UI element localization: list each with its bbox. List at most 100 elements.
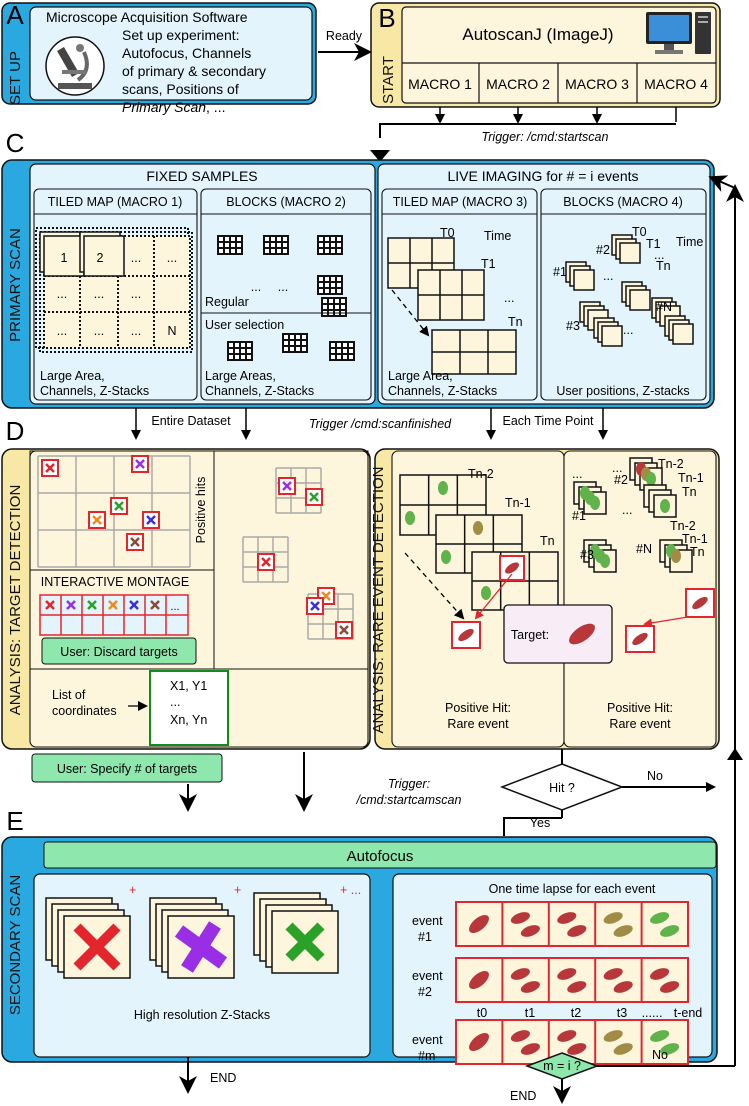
microscope-icon [45, 36, 105, 96]
primary-scan-italic: Primary Scan [122, 99, 206, 115]
event-1-label-b: #1 [418, 930, 432, 944]
pos-2-label: #2 [596, 243, 610, 257]
trigger-cam-label-1: Trigger: [388, 777, 430, 791]
setup-desc-3: of primary & secondary [122, 63, 266, 79]
start-label: START [380, 56, 397, 104]
autoscanj-title: AutoscanJ (ImageJ) [462, 25, 613, 44]
blocks-area-line1: Large Areas, [205, 369, 276, 383]
positive-hits-label: Positive hits [194, 477, 208, 544]
tn-label: Tn [508, 315, 523, 329]
blocks-dots-1: ... [251, 280, 261, 294]
specify-targets-box[interactable] [31, 753, 223, 783]
b4-dots: ... [654, 248, 664, 262]
rare-event-time-maps [399, 474, 559, 611]
setup-desc-1: Set up experiment: [122, 27, 240, 43]
tend-tlabel: t-end [674, 1006, 703, 1020]
rare2-dots-2: ... [612, 461, 622, 475]
rare-event-position-stacks [573, 457, 693, 573]
panel-letter-b: B [378, 3, 395, 33]
yes-label: Yes [530, 816, 550, 830]
rare2-tn1: Tn-1 [678, 471, 704, 485]
coord-x1: X1, Y1 [170, 679, 207, 693]
end-label-1: END [210, 1071, 236, 1085]
tile-label-1: 1 [61, 251, 68, 265]
tile-label-10: ... [131, 324, 141, 338]
event-m-label-a: event [412, 1033, 443, 1047]
panel-letter-c: C [6, 128, 25, 158]
event-1-label-a: event [412, 914, 443, 928]
rare-event-label-1: Rare event [447, 717, 509, 731]
panel-letter-d: D [6, 416, 25, 446]
setup-desc-2: Autofocus, Channels [122, 45, 251, 61]
panel-d: D ANALYSIS: TARGET DETECTION Positive hi… [1, 416, 720, 783]
tile-label-7: ... [131, 287, 141, 301]
position-stacks [565, 234, 694, 347]
start-trigger-lines [379, 107, 677, 138]
rare-tn2: Tn-2 [468, 467, 494, 481]
coord-xn: Xn, Yn [170, 713, 207, 727]
block-icon [263, 235, 289, 255]
block-icon [329, 341, 355, 361]
time-label-3: Time [484, 229, 511, 243]
t3-tlabel: t3 [617, 1006, 627, 1020]
b4-t1-label: T1 [646, 237, 661, 251]
plus-1: + [129, 883, 136, 897]
panel-a: A SET UP Microscope Acquisition Software… [1, 0, 317, 105]
microscope-software-title: Microscope Acquisition Software [46, 9, 248, 25]
tile-label-6: ... [94, 287, 104, 301]
block-icon [317, 235, 343, 255]
discard-targets-box[interactable] [41, 637, 197, 665]
setup-desc-5: Primary Scan, ... [122, 99, 225, 115]
trigger-cam-label-2: /cmd:startcamscan [356, 793, 462, 807]
tile-label-4: ... [167, 251, 177, 265]
t0-label: T0 [440, 226, 455, 240]
live-imaging-title: LIVE IMAGING for # = i events [447, 168, 638, 184]
coordinates-label: coordinates [52, 704, 117, 718]
autofocus-bar [43, 841, 717, 869]
trigger-finished-label: Trigger /cmd:scanfinished [309, 417, 452, 431]
end-label-2: END [510, 1089, 536, 1103]
positive-hit-label-1: Positive Hit: [445, 701, 511, 715]
rare2-tn: Tn [682, 485, 697, 499]
hit-decision-diamond [499, 763, 625, 811]
b4-tn-label: Tn [656, 259, 671, 273]
t1-tlabel: t1 [525, 1006, 535, 1020]
setup-desc-5-rest: , ... [206, 99, 225, 115]
panel-letter-a: A [6, 0, 24, 30]
rare2-pos-1: #1 [572, 509, 586, 523]
panel-c: C PRIMARY SCAN FIXED SAMPLES TILED MAP (… [1, 128, 715, 409]
tile-label-5: ... [57, 287, 67, 301]
each-time-point-label: Each Time Point [502, 414, 594, 428]
specify-targets-label: User: Specify # of targets [57, 762, 197, 776]
target-detection-label: ANALYSIS: TARGET DETECTION [7, 485, 24, 716]
time-tiled-maps [387, 237, 517, 375]
user-positions-label: User positions, Z-stacks [556, 384, 689, 398]
event-m-label-b: #m [418, 1049, 435, 1063]
rare2-pos-2: #2 [614, 473, 628, 487]
setup-desc-4: scans, Positions of [122, 81, 239, 97]
no-label-1: No [647, 769, 663, 783]
positive-hit-label-2: Positive Hit: [607, 701, 673, 715]
blocks-macro2-title: BLOCKS (MACRO 2) [226, 195, 345, 209]
event-timelapse-strips [455, 901, 689, 1065]
secondary-scan-label: SECONDARY SCAN [7, 875, 24, 1015]
tiles3-dots: ... [504, 291, 514, 305]
interactive-montage-grid: ... [39, 594, 189, 636]
loop-lines [708, 175, 744, 1066]
block-icon [227, 341, 253, 361]
tile-label-3: ... [131, 251, 141, 265]
d-to-e-arrows [179, 749, 563, 836]
target-label: Target: [511, 628, 549, 642]
target-box [503, 604, 613, 664]
user-selection-label: User selection [205, 318, 284, 332]
rare2-tn2: Tn-2 [658, 457, 684, 471]
entire-dataset-label: Entire Dataset [151, 414, 231, 428]
block-icon [321, 297, 347, 317]
discard-targets-label: User: Discard targets [60, 645, 177, 659]
no-label-2: No [652, 1048, 668, 1062]
time-label-4: Time [676, 235, 703, 249]
block-icon [282, 333, 308, 353]
tiled-map-macro3-title: TILED MAP (MACRO 3) [393, 195, 528, 209]
rare2-dots-3: ... [622, 503, 632, 517]
dots-tlabel: ...... [642, 1006, 663, 1020]
